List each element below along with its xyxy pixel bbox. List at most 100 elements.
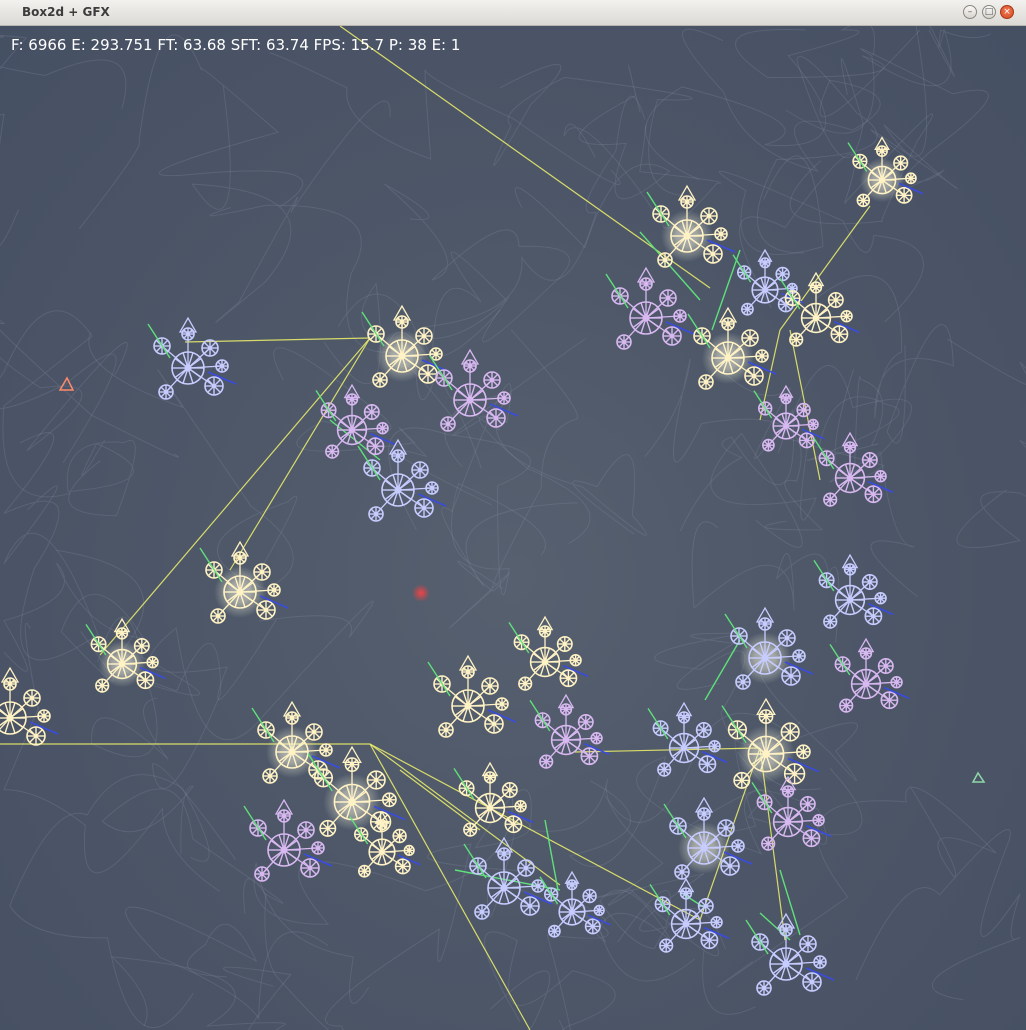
wheel-hub <box>502 852 506 856</box>
simulation-canvas[interactable]: F: 6966 E: 293.751 FT: 63.68 SFT: 63.74 … <box>0 26 1026 1030</box>
trail-path <box>604 663 858 823</box>
wheel-hub <box>143 678 148 683</box>
creature-limb <box>565 739 590 757</box>
sensor-ray-green <box>663 803 687 839</box>
creature-sensor-triangle <box>755 606 775 623</box>
wheel-hub <box>887 698 892 703</box>
creature-limb <box>865 683 890 701</box>
wheel-hub <box>670 334 674 338</box>
sensor-ray-blue <box>259 595 289 609</box>
wheel-hub <box>844 314 849 319</box>
creature-sensor-triangle <box>282 700 302 717</box>
creature-limb <box>187 367 215 387</box>
wheel-hub <box>418 468 422 472</box>
wheel-hub <box>662 767 667 772</box>
wheel-hub <box>848 445 852 450</box>
wheel-hub <box>434 352 438 356</box>
creature <box>349 810 421 878</box>
trail-path <box>269 52 621 185</box>
wheel-hub <box>212 384 216 388</box>
sensor-ray-blue <box>562 664 589 678</box>
wheel-hub <box>407 848 412 853</box>
creature <box>243 798 333 882</box>
creature <box>813 431 894 507</box>
sensor-ray-green <box>463 843 487 879</box>
creature-sensor-triangle <box>458 654 478 671</box>
minimize-button[interactable]: – <box>963 5 977 19</box>
creature <box>357 438 447 522</box>
trail-path <box>644 358 824 531</box>
wheel-hub <box>784 928 788 932</box>
sensor-ray-green <box>829 644 851 676</box>
title-bar[interactable]: Box2d + GFX – □ × <box>0 0 1026 26</box>
creature <box>779 271 860 347</box>
sensor-ray-green <box>361 311 385 347</box>
wheel-hub <box>139 644 144 648</box>
sensor-ray-green <box>147 323 171 359</box>
trail-path <box>645 26 875 181</box>
sensor-ray-green <box>529 700 551 732</box>
creature-sensor-triangle <box>636 266 656 283</box>
creature-limb <box>703 847 731 867</box>
sensor-ray-blue <box>507 810 534 824</box>
link-line <box>99 337 371 656</box>
wheel-hub <box>304 828 308 832</box>
creature <box>663 796 753 880</box>
trail-path <box>474 779 664 906</box>
wheel-hub <box>150 660 155 665</box>
wheel-hub <box>678 314 682 318</box>
creature-sensor-triangle <box>178 316 198 333</box>
sensor-ray-green <box>85 624 107 656</box>
wheel-hub <box>544 759 549 764</box>
wheel-hub <box>374 512 378 516</box>
creature <box>539 870 611 938</box>
creature-sensor-triangle <box>807 271 825 287</box>
creature <box>361 304 451 388</box>
wheel-hub <box>788 730 793 734</box>
wheel-hub <box>724 826 728 830</box>
sensor-ray-green <box>647 708 669 740</box>
wheel-hub <box>794 337 799 342</box>
wheel-hub <box>325 826 330 831</box>
wheel-hub <box>400 320 404 324</box>
wheel-hub <box>848 567 852 572</box>
wheel-hub <box>736 844 740 848</box>
link-line-green <box>639 231 701 301</box>
trail-path <box>101 785 284 914</box>
wheel-hub <box>644 282 648 286</box>
trail-path <box>148 600 374 741</box>
creature-sensor-triangle <box>564 870 580 884</box>
sensor-ray-green <box>429 355 453 391</box>
sensor-ray-blue <box>883 686 910 700</box>
wheel-hub <box>507 788 512 792</box>
trail-path <box>718 155 924 323</box>
wheel-hub <box>726 322 730 326</box>
wheel-hub <box>806 942 810 946</box>
wheel-hub <box>894 680 899 685</box>
creature-limb <box>764 289 787 305</box>
wheel-hub <box>543 629 547 634</box>
wheel-hub <box>524 866 528 870</box>
wheel-hub <box>490 378 494 382</box>
wheel-hub <box>120 631 124 636</box>
sensor-ray-green <box>646 191 670 227</box>
maximize-button[interactable]: □ <box>982 5 996 19</box>
wheel-hub <box>500 702 504 706</box>
wheel-hub <box>587 894 592 898</box>
sensor-ray-blue <box>898 182 924 195</box>
wheel-hub <box>272 588 276 592</box>
wheel-hub <box>446 422 450 426</box>
wheel-hub <box>552 929 557 934</box>
link-line <box>184 337 371 343</box>
wheel-hub <box>362 869 367 874</box>
wheel-hub <box>764 714 768 719</box>
creature-limb <box>544 661 569 679</box>
creature-sensor-triangle <box>388 438 408 455</box>
sensor-ray-green <box>307 753 333 792</box>
wheel-hub <box>488 775 492 780</box>
close-button[interactable]: × <box>1000 5 1014 19</box>
wheel-hub <box>682 715 686 720</box>
sensor-ray-blue <box>207 371 237 385</box>
wheel-hub <box>818 960 822 964</box>
wheel-hub <box>316 846 320 850</box>
